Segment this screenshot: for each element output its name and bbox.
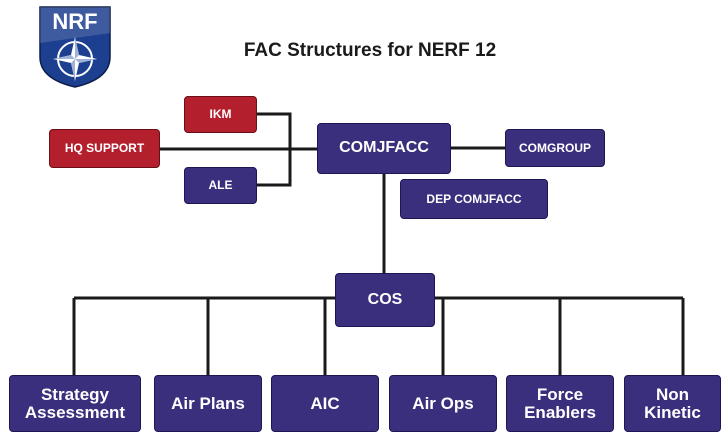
logo-shield-white-band: [40, 7, 110, 43]
node-ikm: IKM: [184, 96, 257, 133]
node-dep-comjfacc: DEP COMJFACC: [400, 179, 548, 219]
node-ale-label: ALE: [208, 178, 233, 193]
node-hq-support: HQ SUPPORT: [49, 129, 160, 168]
node-dep-comjfacc-label: DEP COMJFACC: [426, 191, 522, 206]
node-comgroup-label: COMGROUP: [519, 140, 591, 155]
branch-label-line1: Strategy: [40, 384, 109, 404]
nrf-logo: NRF: [39, 6, 111, 88]
node-air-ops: Air Ops: [389, 375, 497, 432]
branch-label-line2: Assessment: [24, 402, 126, 422]
node-ikm-label: IKM: [209, 107, 232, 122]
branch-label-line1: AIC: [310, 393, 340, 413]
compass-star-icon: [53, 37, 97, 81]
page-title: FAC Structures for NERF 12: [243, 40, 497, 61]
node-comgroup: COMGROUP: [505, 129, 605, 167]
node-strategy-assessment: Strategy Assessment: [9, 375, 141, 432]
node-hq-support-label: HQ SUPPORT: [64, 141, 145, 156]
node-non-kinetic: Non Kinetic: [624, 375, 721, 432]
node-force-enablers: Force Enablers: [506, 375, 614, 432]
node-aic: AIC: [271, 375, 379, 432]
branch-label-line1: Non: [655, 384, 690, 404]
node-comjfacc: COMJFACC: [317, 123, 451, 174]
branch-label-line2: Enablers: [524, 402, 596, 422]
branch-label-line2: Kinetic: [644, 402, 701, 422]
node-air-plans: Air Plans: [154, 375, 262, 432]
node-cos: COS: [335, 273, 435, 327]
logo-text: NRF: [52, 9, 97, 34]
branch-label-line1: Air Ops: [412, 393, 474, 413]
node-ale: ALE: [184, 167, 257, 204]
branch-label-line1: Air Plans: [171, 393, 245, 413]
branch-label-line1: Force: [536, 384, 584, 404]
node-comjfacc-label: COMJFACC: [339, 139, 429, 157]
node-cos-label: COS: [367, 290, 403, 308]
